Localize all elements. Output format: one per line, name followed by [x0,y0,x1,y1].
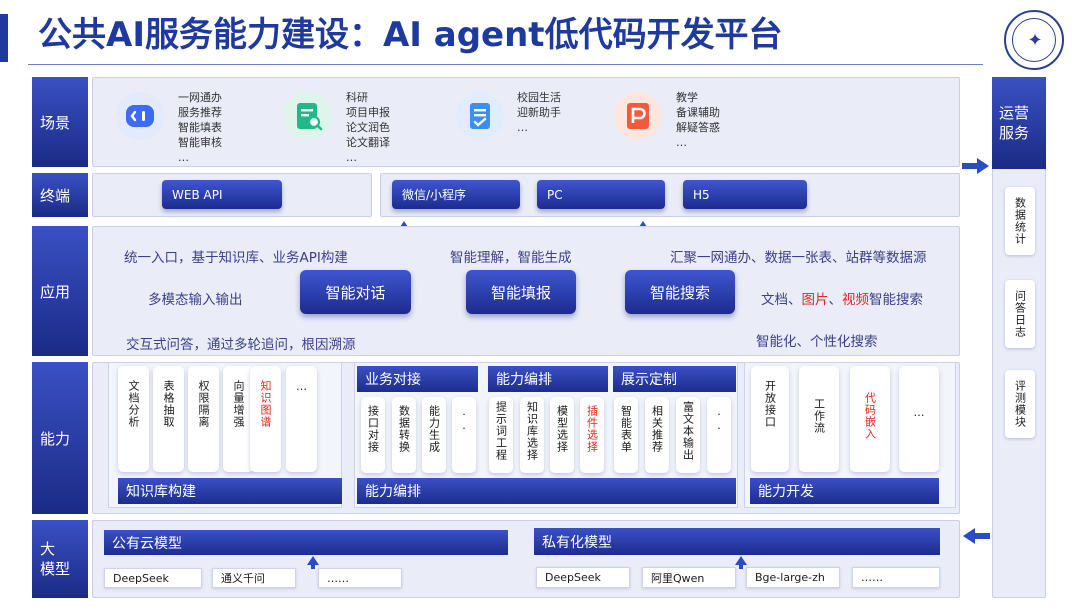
smart-search-button[interactable]: 智能搜索 [625,270,735,314]
app-desc-unified-entry: 统一入口，基于知识库、业务API构建 [124,250,348,266]
kb-tile-vector[interactable]: 向量增强 [223,366,254,472]
private-model-bge[interactable]: Bge-large-zh [746,567,840,588]
biz-connect-header: 业务对接 [357,366,478,392]
row-label-ability: 能力 [32,362,88,514]
scene-icon-wrap [456,92,504,140]
checklist-document-icon [470,103,490,129]
arrow-left-from-ops [963,528,990,544]
ops-service-header: 运营 服务 [992,77,1046,169]
private-model-header: 私有化模型 [534,528,940,555]
app-desc-interactive-qa: 交互式问答，通过多轮追问，根因溯源 [126,337,356,353]
scene-icon-wrap [614,92,662,140]
public-model-deepseek[interactable]: DeepSeek [104,568,202,588]
public-model-tongyi[interactable]: 通义千问 [212,568,296,588]
terminal-wechat-miniprogram[interactable]: 微信/小程序 [392,180,520,209]
app-desc-data-sources: 汇聚一网通办、数据一张表、站群等数据源 [670,250,927,266]
terminal-h5[interactable]: H5 [683,180,807,209]
page-title: 公共AI服务能力建设：AI agent低代码开发平台 [38,15,783,55]
scene-row-panel [92,77,960,167]
smart-fill-button[interactable]: 智能填报 [466,270,576,314]
title-accent-bar [0,14,8,62]
university-seal-icon: ✦ [1004,10,1064,70]
media-doc: 文档、 [761,292,802,308]
ops-item-evaluation[interactable]: 评测模块 [1005,370,1035,438]
row-label-terminal: 终端 [32,173,88,217]
media-search-text: 智能搜索 [869,292,923,308]
kb-tile-permission[interactable]: 权限隔离 [188,366,219,472]
row-label-model: 大 模型 [32,520,88,598]
scene-list-teaching: 教学 备课辅助 解疑答惑 … [676,91,720,149]
scene-list-research: 科研 项目申报 论文润色 论文翻译 … [346,91,390,164]
show-tile-more[interactable]: .. [707,397,731,473]
media-image: 图片 [801,292,829,308]
kb-tile-knowledge-graph[interactable]: 知识图谱 [250,366,281,472]
presentation-icon [627,103,649,129]
row-label-application: 应用 [32,226,88,356]
private-model-deepseek[interactable]: DeepSeek [536,567,630,588]
dev-tile-workflow[interactable]: 工作流 [799,366,839,472]
scene-icon-wrap [116,92,164,140]
kb-tile-more[interactable]: … [286,366,317,472]
private-model-more[interactable]: …… [852,567,940,588]
show-tile-richtext[interactable]: 富文本输出 [676,397,700,473]
chat-icon [126,105,154,127]
orch-tile-kb-select[interactable]: 知识库选择 [520,397,544,473]
scene-icon-wrap [284,92,332,140]
application-row-panel [92,226,960,356]
scene-item-research[interactable] [284,92,332,140]
ability-orchestration-bar: 能力编排 [357,478,736,504]
app-desc-personalized-search: 智能化、个性化搜索 [756,334,878,350]
biz-tile-ability-gen[interactable]: 能力生成 [422,397,446,473]
kb-tile-doc-analysis[interactable]: 文档分析 [118,366,149,472]
dev-tile-open-api[interactable]: 开放接口 [751,366,789,472]
app-desc-understanding: 智能理解，智能生成 [450,250,572,266]
public-model-header: 公有云模型 [104,530,508,555]
app-desc-multimodal: 多模态输入输出 [148,292,243,308]
arrow-up-private [735,556,747,569]
app-desc-media-search: 文档、图片、视频智能搜索 [761,288,923,308]
biz-tile-api[interactable]: 接口对接 [361,397,385,473]
seal-inner-ring: ✦ [1012,18,1056,62]
media-sep: 、 [828,292,843,308]
document-search-icon [297,103,323,131]
show-tile-recommend[interactable]: 相关推荐 [645,397,669,473]
scene-item-teaching[interactable] [614,92,662,140]
dev-tile-code-embed[interactable]: 代码嵌入 [850,366,890,472]
orch-header: 能力编排 [488,366,608,392]
orch-tile-prompt[interactable]: 提示词工程 [489,397,513,473]
kb-build-bar: 知识库构建 [118,478,342,504]
ops-item-qa-log[interactable]: 问答日志 [1005,280,1035,348]
scene-list-service: 一网通办 服务推荐 智能填表 智能审核 … [178,91,222,164]
dev-tile-more[interactable]: … [899,366,939,472]
ops-item-data-stats[interactable]: 数据统计 [1005,187,1035,255]
private-model-qwen[interactable]: 阿里Qwen [642,567,736,588]
title-divider [28,64,983,65]
terminal-web-api[interactable]: WEB API [162,180,282,209]
scene-item-campus[interactable] [456,92,504,140]
row-label-scene: 场景 [32,77,88,167]
biz-tile-more[interactable]: .. [452,397,476,473]
seal-glyph: ✦ [1027,30,1043,51]
arrow-up-public [307,556,319,569]
orch-tile-model-select[interactable]: 模型选择 [550,397,574,473]
show-tile-smart-form[interactable]: 智能表单 [614,397,638,473]
orch-tile-plugin-select[interactable]: 插件选择 [580,397,604,473]
scene-item-service[interactable] [116,92,164,140]
biz-tile-data-convert[interactable]: 数据转换 [392,397,416,473]
scene-list-campus: 校园生活 迎新助手 … [517,91,561,134]
ability-dev-bar: 能力开发 [750,478,939,504]
kb-tile-table-extract[interactable]: 表格抽取 [153,366,184,472]
terminal-pc[interactable]: PC [537,180,665,209]
display-custom-header: 展示定制 [613,366,736,392]
media-video: 视频 [842,292,869,308]
smart-chat-button[interactable]: 智能对话 [300,270,411,314]
arrow-right-to-ops [962,158,989,174]
public-model-more[interactable]: …… [318,568,402,588]
